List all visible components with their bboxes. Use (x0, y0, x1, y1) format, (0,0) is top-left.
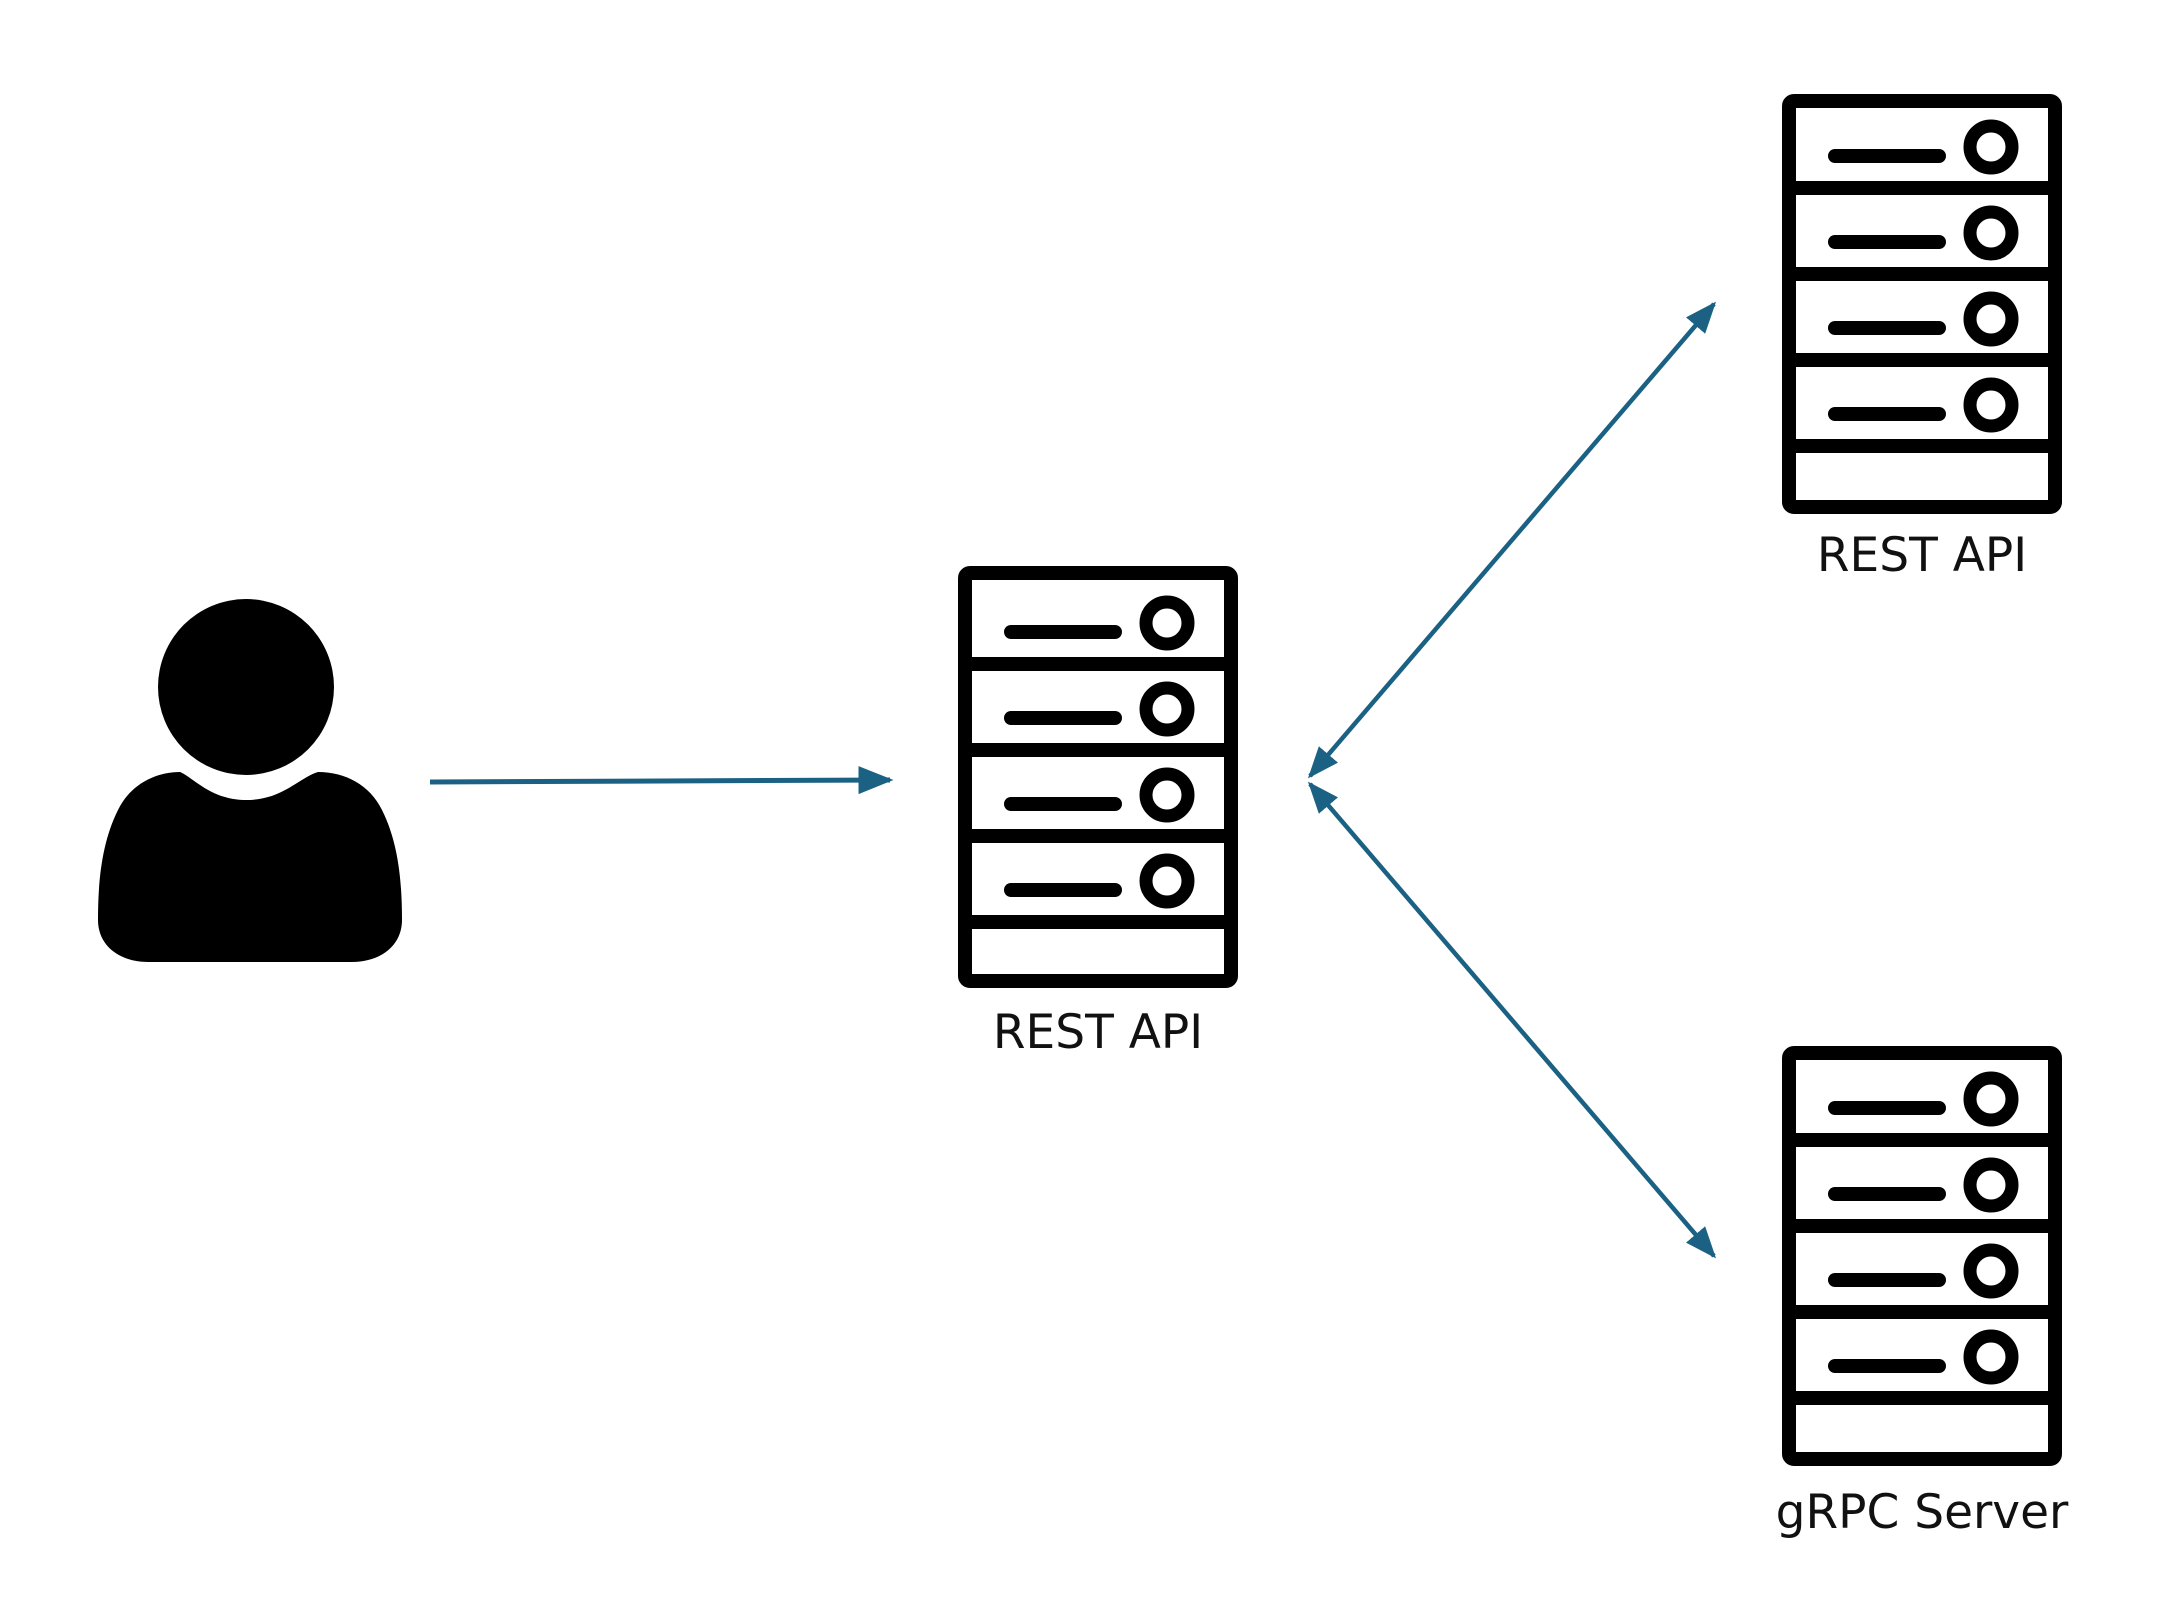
rest-service-label: REST API (1817, 528, 2027, 583)
gateway-node: REST API (958, 566, 1238, 1060)
grpc-service-label: gRPC Server (1776, 1485, 2069, 1540)
rest-service-node: REST API (1782, 94, 2062, 583)
edge-gateway-rest-service (1307, 301, 1717, 779)
user-icon (98, 599, 402, 962)
server-rack-icon (1782, 94, 2062, 514)
user-body (98, 772, 402, 962)
server-rack-icon (958, 566, 1238, 988)
user-head (158, 599, 334, 775)
edge-gateway-grpc-service (1307, 781, 1717, 1259)
gateway-label: REST API (993, 1005, 1203, 1060)
edge-client-to-gateway (429, 766, 894, 795)
connections (429, 301, 1717, 1259)
grpc-service-node: gRPC Server (1776, 1046, 2069, 1540)
server-rack-icon (1782, 1046, 2062, 1466)
